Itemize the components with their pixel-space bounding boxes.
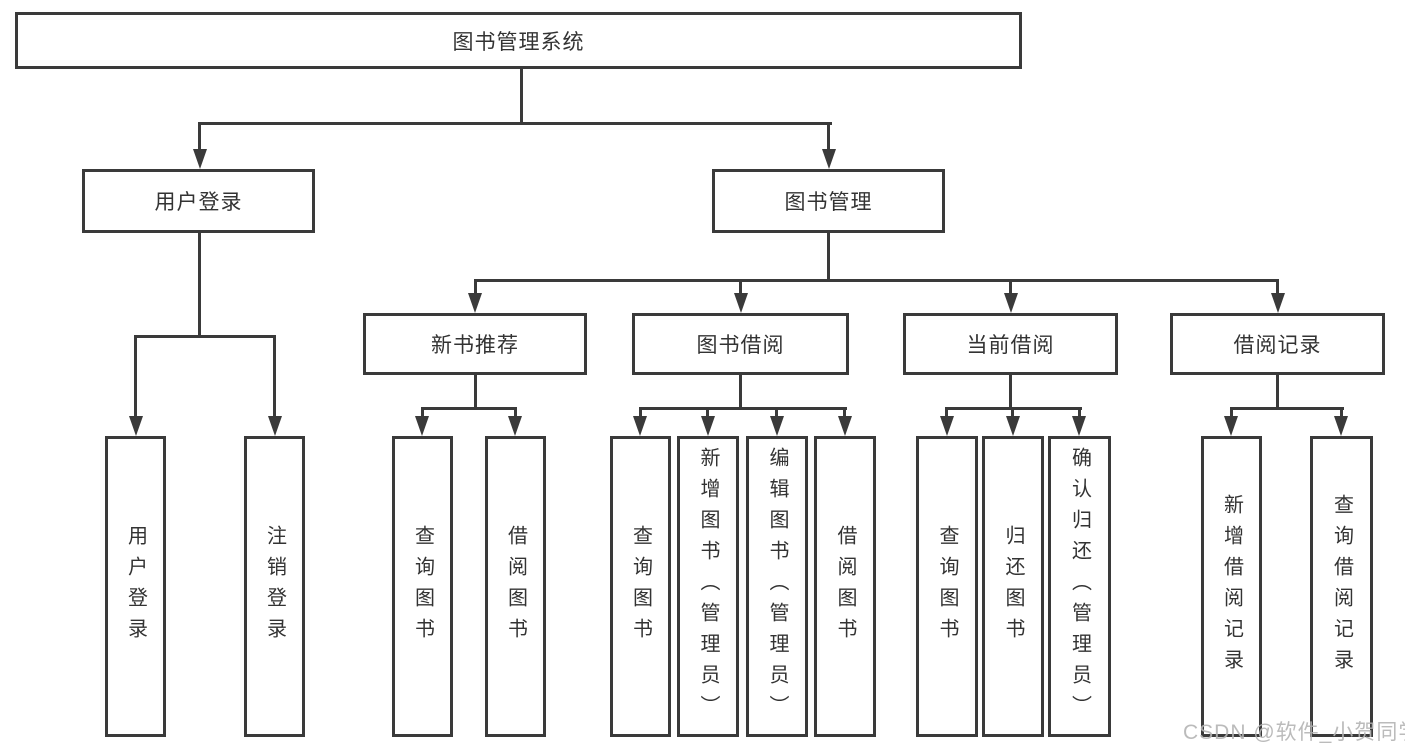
leaf-edit-books-admin: 编辑图书（管理员） [746,436,808,737]
leaf-confirm-return-admin: 确认归还（管理员） [1048,436,1111,737]
connector-leaf-shaft [1078,407,1081,419]
leaf-query-books-borrow: 查询图书 [610,436,671,737]
node-label: 图书管理系统 [452,30,585,54]
arrowhead-down-icon [701,416,715,436]
leaf-label: 归还图书 [1002,524,1024,649]
connector-group-shaft [739,279,742,296]
connector-group1-vline [474,375,477,408]
arrowhead-down-icon [1072,416,1086,436]
leaf-label: 新增借阅记录 [1220,493,1243,680]
leaf-label: 借阅图书 [504,524,527,649]
node-label: 图书借阅 [696,334,785,357]
node-label: 图书管理 [784,191,873,214]
connector-leaf-shaft [273,335,276,418]
csdn-watermark: CSDN @软件_小贺同学 [1183,721,1405,744]
connector-leaf-shaft [1340,407,1343,419]
connector-user-vline [198,233,201,336]
connector-leaf-shaft [945,407,948,419]
arrowhead-down-icon [268,416,282,436]
connector-group2-hline [639,407,847,410]
leaf-query-books-current: 查询图书 [916,436,978,737]
connector-bookmgmt-vline [827,233,830,281]
connector-leaf-shaft [1230,407,1233,419]
connector-bookmgmt-hline [474,279,1279,282]
leaf-label: 查询图书 [629,524,652,649]
arrowhead-down-icon [734,293,748,313]
connector-user-shaft [198,122,201,151]
node-label: 借阅记录 [1233,334,1322,357]
arrowhead-down-icon [822,149,836,169]
arrowhead-down-icon [940,416,954,436]
node-book-management: 图书管理 [712,169,945,233]
node-library-management-system: 图书管理系统 [15,12,1022,69]
leaf-label: 查询图书 [936,524,958,649]
leaf-query-borrow-record: 查询借阅记录 [1310,436,1373,737]
connector-leaf-shaft [514,407,517,419]
leaf-query-books-recommend: 查询图书 [392,436,453,737]
connector-leaf-shaft [639,407,642,419]
node-label: 新书推荐 [431,334,519,357]
leaf-label: 查询借阅记录 [1330,493,1353,680]
connector-leaf-shaft [843,407,846,419]
arrowhead-down-icon [1006,416,1020,436]
arrowhead-down-icon [1271,293,1285,313]
leaf-label: 注销登录 [263,524,286,649]
connector-group1-hline [421,407,517,410]
arrowhead-down-icon [129,416,143,436]
leaf-add-books-admin: 新增图书（管理员） [677,436,739,737]
connector-user-hline [134,335,276,338]
connector-group3-vline [1009,375,1012,408]
leaf-label: 查询图书 [411,524,434,649]
leaf-label: 编辑图书（管理员） [766,447,788,726]
arrowhead-down-icon [838,416,852,436]
arrowhead-down-icon [468,293,482,313]
arrowhead-down-icon [770,416,784,436]
leaf-label: 确认归还（管理员） [1068,447,1091,726]
connector-group-shaft [1009,279,1012,296]
arrowhead-down-icon [633,416,647,436]
arrowhead-down-icon [415,416,429,436]
connector-group2-vline [739,375,742,408]
connector-leaf-shaft [421,407,424,419]
connector-leaf-shaft [1011,407,1014,419]
arrowhead-down-icon [193,149,207,169]
connector-group4-hline [1230,407,1344,410]
leaf-add-borrow-record: 新增借阅记录 [1201,436,1262,737]
connector-bookmgmt-shaft [827,122,830,151]
node-user-login-branch: 用户登录 [82,169,315,233]
leaf-return-books: 归还图书 [982,436,1044,737]
node-borrow-records: 借阅记录 [1170,313,1385,375]
connector-root-vline [520,68,523,125]
node-label: 当前借阅 [966,334,1055,357]
connector-leaf-shaft [134,335,137,418]
connector-group4-vline [1276,375,1279,408]
leaf-logout: 注销登录 [244,436,305,737]
leaf-borrow-books: 借阅图书 [814,436,876,737]
arrowhead-down-icon [1334,416,1348,436]
arrowhead-down-icon [508,416,522,436]
connector-leaf-shaft [775,407,778,419]
leaf-label: 新增图书（管理员） [697,447,719,726]
leaf-label: 借阅图书 [834,524,856,649]
node-current-borrow: 当前借阅 [903,313,1118,375]
connector-leaf-shaft [706,407,709,419]
connector-root-hline [199,122,832,125]
node-new-book-recommend: 新书推荐 [363,313,587,375]
connector-group-shaft [1276,279,1279,296]
leaf-label: 用户登录 [124,524,147,649]
node-book-borrow: 图书借阅 [632,313,849,375]
leaf-user-login: 用户登录 [105,436,166,737]
leaf-borrow-books-recommend: 借阅图书 [485,436,546,737]
arrowhead-down-icon [1004,293,1018,313]
arrowhead-down-icon [1224,416,1238,436]
connector-group-shaft [474,279,477,296]
node-label: 用户登录 [154,191,243,214]
